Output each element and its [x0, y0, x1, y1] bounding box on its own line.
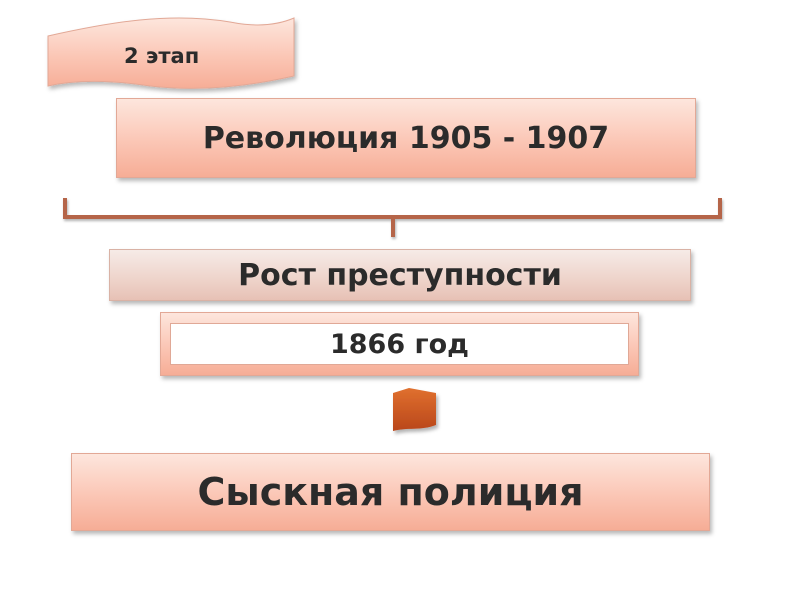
stage-label: 2 этап	[124, 44, 200, 68]
crime-growth-box: Рост преступности	[109, 249, 691, 301]
crime-growth-label: Рост преступности	[238, 257, 562, 293]
detective-police-label: Сыскная полиция	[197, 470, 584, 514]
revolution-box: Революция 1905 - 1907	[116, 98, 696, 178]
year-inner-frame: 1866 год	[170, 323, 629, 365]
revolution-label: Революция 1905 - 1907	[202, 120, 610, 156]
year-box: 1866 год	[160, 312, 639, 376]
detective-police-box: Сыскная полиция	[71, 453, 710, 531]
year-label: 1866 год	[329, 328, 469, 360]
